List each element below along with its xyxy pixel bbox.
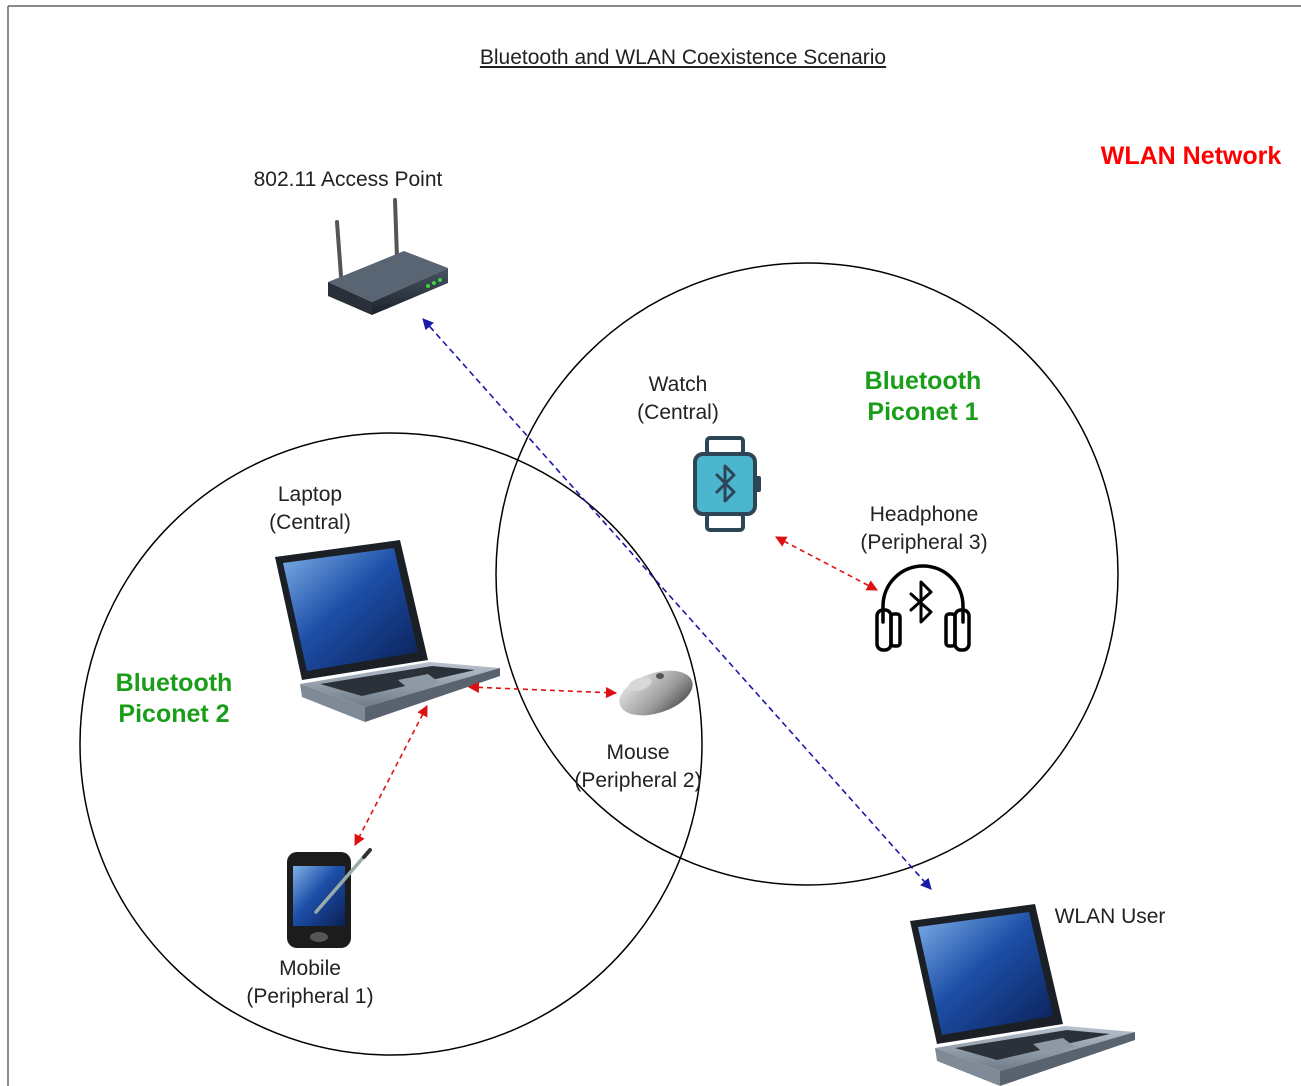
laptop-label-line1: Laptop (277, 483, 343, 506)
watch-label-line1: Watch (648, 373, 708, 396)
mobile-label-line1: Mobile (279, 957, 341, 980)
laptop-central-icon (275, 540, 500, 722)
laptop-label-line2: (Central) (269, 511, 351, 534)
access-point-router-icon (328, 198, 448, 315)
wlan-user-laptop-icon (910, 904, 1135, 1086)
bluetooth-link-laptop-mobile (354, 705, 428, 846)
piconet-2-label: Bluetooth Piconet 2 (84, 668, 264, 730)
wlan-link-ap-to-user (422, 318, 932, 890)
headphone-label-line2: (Peripheral 3) (860, 531, 988, 554)
watch-label-line2: (Central) (637, 401, 719, 424)
mobile-label-line2: (Peripheral 1) (246, 985, 374, 1008)
headphone-bluetooth-icon (875, 564, 971, 652)
watch-bluetooth-icon (693, 436, 761, 532)
piconet-2-label-line2: Piconet 2 (118, 700, 230, 728)
headphone-label: Headphone (Peripheral 3) (834, 501, 1014, 557)
mouse-icon (619, 670, 693, 716)
access-point-label: 802.11 Access Point (253, 168, 443, 191)
piconet-2-label-line1: Bluetooth (115, 669, 233, 697)
wlan-network-label: WLAN Network (1100, 142, 1282, 170)
laptop-label: Laptop (Central) (240, 481, 380, 537)
bluetooth-link-watch-headphone (775, 536, 878, 591)
piconet-1-label: Bluetooth Piconet 1 (833, 366, 1013, 428)
piconet-1-label-line1: Bluetooth (864, 367, 982, 395)
mouse-label: Mouse (Peripheral 2) (548, 739, 728, 795)
mouse-label-line2: (Peripheral 2) (574, 769, 702, 792)
headphone-label-line1: Headphone (869, 503, 979, 526)
bluetooth-link-laptop-mouse (467, 681, 618, 699)
diagram-title: Bluetooth and WLAN Coexistence Scenario (479, 46, 887, 69)
mouse-label-line1: Mouse (606, 741, 670, 764)
piconet-1-label-line2: Piconet 1 (867, 398, 979, 426)
mobile-label: Mobile (Peripheral 1) (220, 955, 400, 1011)
mobile-phone-icon (287, 848, 372, 948)
watch-label: Watch (Central) (608, 371, 748, 427)
wlan-user-label: WLAN User (1054, 905, 1166, 928)
